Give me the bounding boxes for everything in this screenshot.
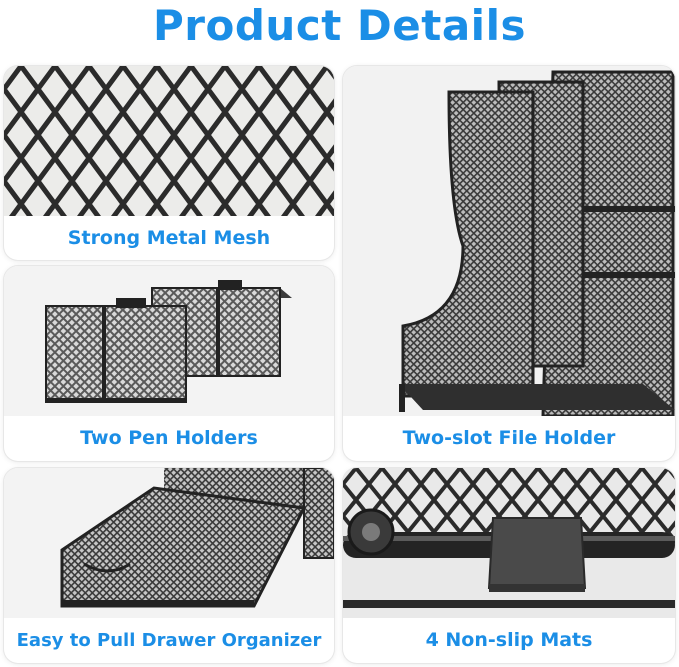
- feature-card-non-slip-mats: 4 Non-slip Mats: [343, 468, 675, 663]
- metal-mesh-image: [4, 66, 334, 216]
- feature-card-pen-holders: Two Pen Holders: [4, 266, 334, 461]
- feature-card-metal-mesh: Strong Metal Mesh: [4, 66, 334, 260]
- feature-label: 4 Non-slip Mats: [425, 629, 593, 651]
- drawer-organizer-image: [4, 468, 334, 618]
- pen-holders-image: [4, 266, 334, 416]
- feature-label: Two-slot File Holder: [402, 427, 616, 449]
- feature-label: Two Pen Holders: [80, 427, 258, 449]
- page-title: Product Details: [153, 1, 526, 50]
- file-holder-image: [343, 66, 675, 416]
- feature-label: Strong Metal Mesh: [67, 227, 271, 249]
- feature-card-file-holder: Two-slot File Holder: [343, 66, 675, 461]
- non-slip-mat-image: [343, 468, 675, 618]
- feature-card-drawer-organizer: Easy to Pull Drawer Organizer: [4, 468, 334, 663]
- feature-label: Easy to Pull Drawer Organizer: [16, 630, 322, 651]
